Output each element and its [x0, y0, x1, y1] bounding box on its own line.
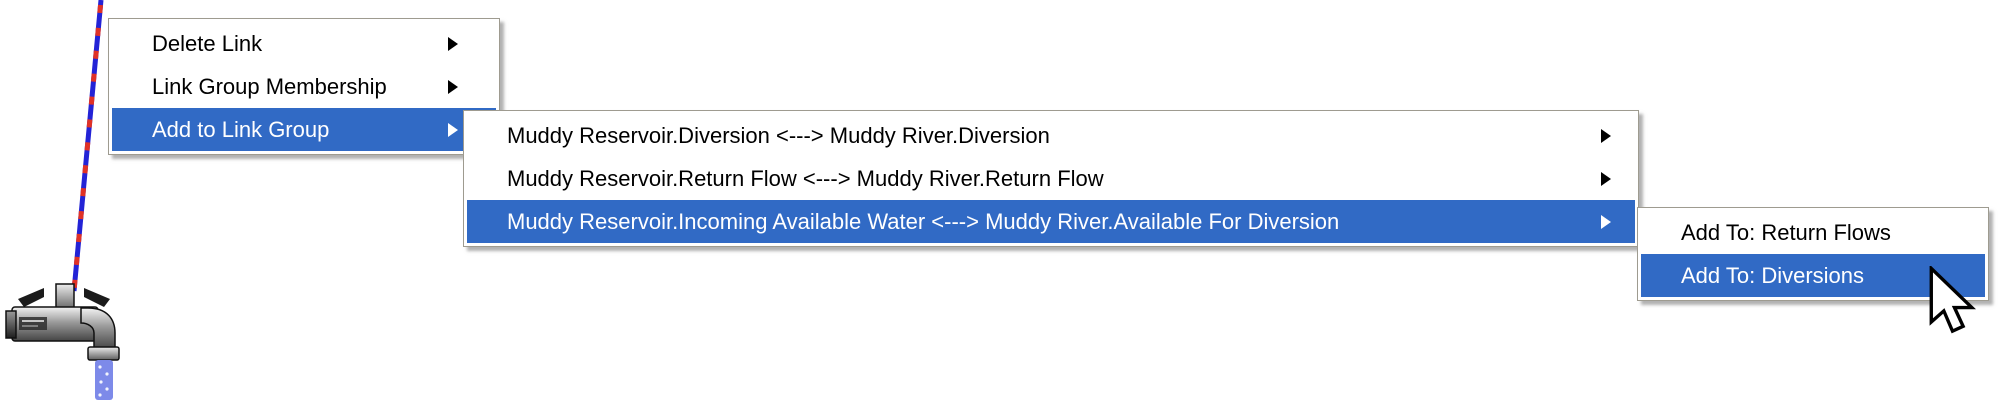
submenu-arrow-icon	[1601, 171, 1611, 186]
menu-item-label: Add to Link Group	[152, 116, 330, 142]
menu-item-add-to-link-group[interactable]: Add to Link Group	[112, 108, 496, 151]
faucet-icon[interactable]	[4, 277, 124, 405]
link-line[interactable]	[0, 0, 140, 405]
menu-item-link-group-membership[interactable]: Link Group Membership	[112, 65, 496, 108]
menu-item-label: Add To: Return Flows	[1681, 219, 1891, 245]
menu-item-label: Link Group Membership	[152, 73, 387, 99]
menu-item-delete-link[interactable]: Delete Link	[112, 22, 496, 65]
link-context-menu: Delete Link Link Group Membership Add to…	[108, 18, 500, 155]
submenu-arrow-icon	[448, 36, 458, 51]
menu-item-label: Muddy Reservoir.Diversion <---> Muddy Ri…	[507, 122, 1050, 148]
menu-item-label: Muddy Reservoir.Incoming Available Water…	[507, 208, 1340, 234]
menu-item-add-to-diversions[interactable]: Add To: Diversions	[1641, 254, 1985, 297]
menu-item-link-available-water[interactable]: Muddy Reservoir.Incoming Available Water…	[467, 200, 1635, 243]
submenu-arrow-icon	[1601, 128, 1611, 143]
cursor-arrow-icon	[1929, 266, 1977, 334]
submenu-arrow-icon	[1601, 214, 1611, 229]
menu-item-link-diversion[interactable]: Muddy Reservoir.Diversion <---> Muddy Ri…	[467, 114, 1635, 157]
menu-item-label: Muddy Reservoir.Return Flow <---> Muddy …	[507, 165, 1104, 191]
link-group-choice-submenu: Add To: Return Flows Add To: Diversions	[1637, 207, 1989, 301]
menu-item-label: Delete Link	[152, 30, 263, 56]
submenu-arrow-icon	[448, 79, 458, 94]
menu-item-add-to-return-flows[interactable]: Add To: Return Flows	[1641, 211, 1985, 254]
menu-item-link-return-flow[interactable]: Muddy Reservoir.Return Flow <---> Muddy …	[467, 157, 1635, 200]
submenu-arrow-icon	[448, 122, 458, 137]
add-to-link-group-submenu: Muddy Reservoir.Diversion <---> Muddy Ri…	[463, 110, 1639, 247]
menu-item-label: Add To: Diversions	[1681, 262, 1865, 288]
